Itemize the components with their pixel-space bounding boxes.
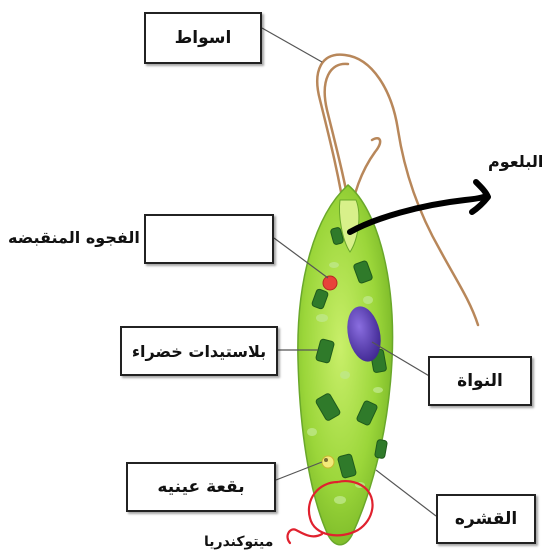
- label-mitochondria: ميتوكندريا: [204, 534, 273, 550]
- pharynx-arrow: [350, 182, 488, 232]
- label-flagellum-text: اسواط: [175, 28, 232, 48]
- label-eyespot: بقعة عينيه: [126, 462, 276, 512]
- mitochondria-squiggle: [288, 529, 322, 543]
- label-pharynx: البلعوم: [488, 152, 543, 171]
- label-nucleus: النواة: [428, 356, 532, 406]
- label-contractile-vacuole: الفجوه المنقبضه: [8, 228, 140, 247]
- label-chloroplasts: بلاستيدات خضراء: [120, 326, 278, 376]
- eyespot-shape: [322, 456, 334, 468]
- contractile-vacuole-shape: [323, 276, 337, 290]
- label-pellicle: القشره: [436, 494, 536, 544]
- label-flagellum: اسواط: [144, 12, 262, 64]
- label-empty-box: [144, 214, 274, 264]
